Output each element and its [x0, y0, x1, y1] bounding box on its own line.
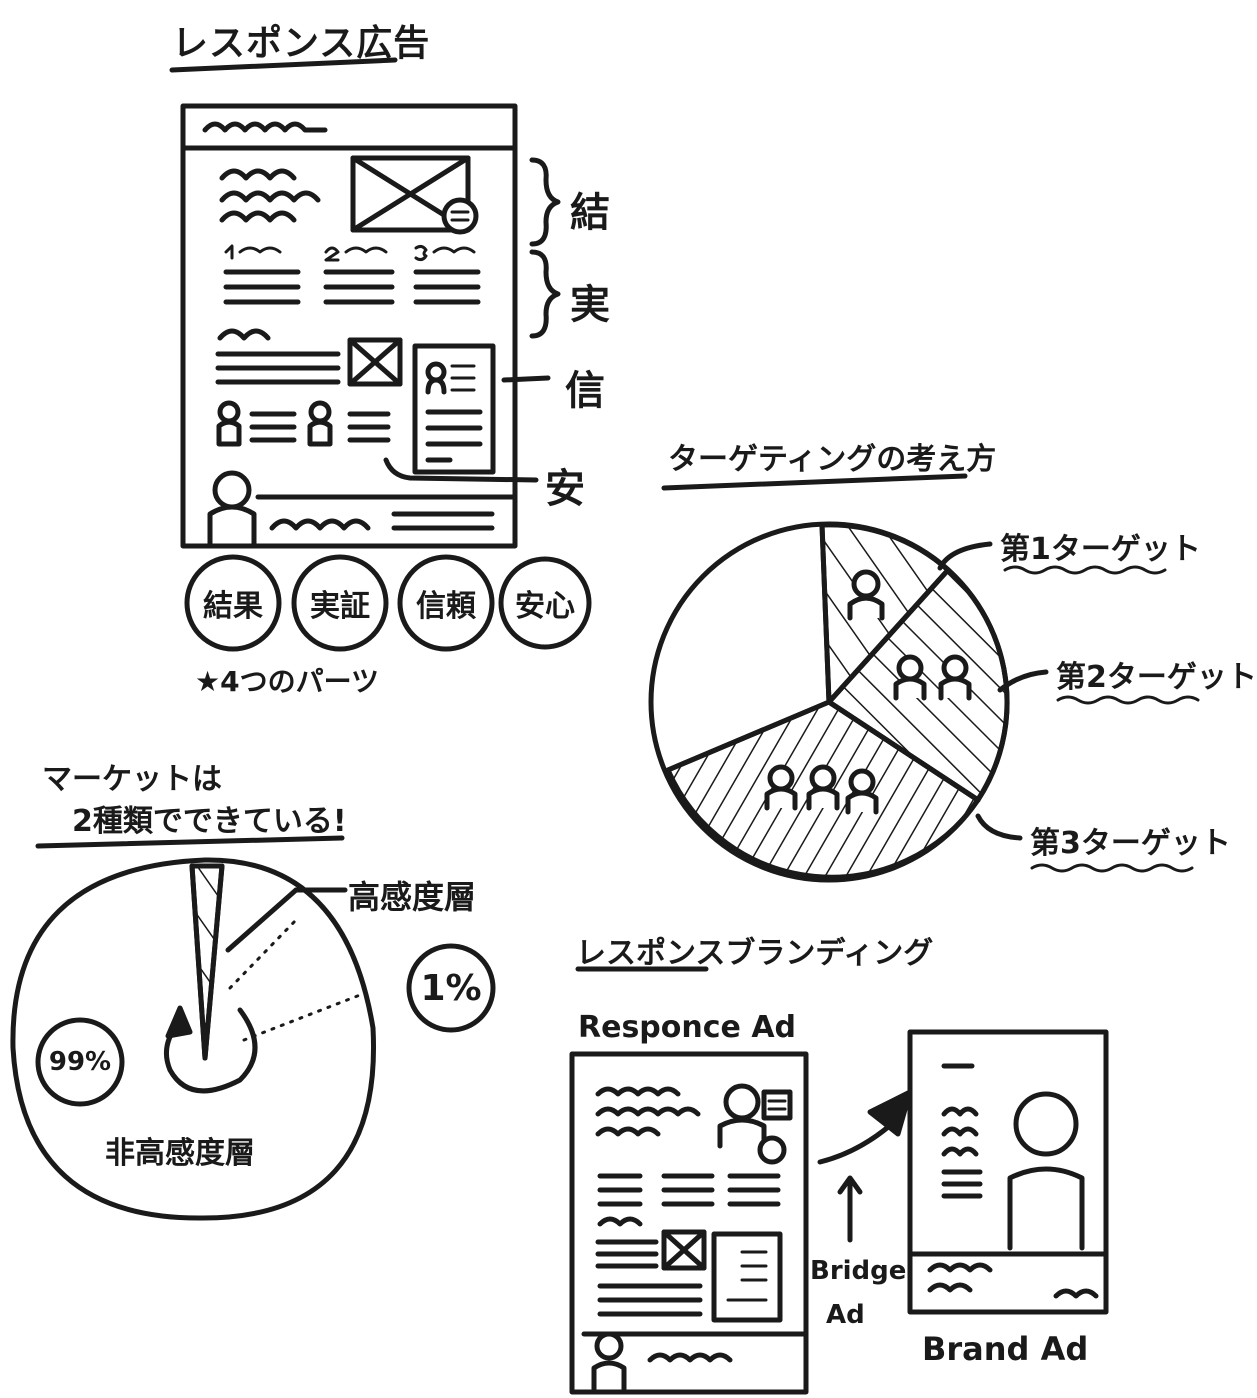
- bridge-label-1: Bridge: [810, 1256, 907, 1286]
- market-title-line2: 2種類でできている!: [72, 804, 347, 839]
- target-2-label: 第2ターゲット: [1056, 660, 1257, 695]
- low-percent: 99%: [48, 1047, 112, 1077]
- badge-trust: 信頼: [416, 589, 476, 624]
- response-ad-mini-frame: [569, 1051, 809, 1395]
- badge-results: 結果: [203, 589, 263, 624]
- brand-ad-label: Brand Ad: [922, 1330, 1089, 1368]
- branding-title: レスポンスブランディング: [576, 936, 934, 971]
- testimonial-card: [412, 343, 496, 475]
- badge-circle-2: [291, 554, 389, 652]
- four-parts-note: ★4つのパーツ: [195, 665, 380, 698]
- brand-ad-frame: [907, 1029, 1109, 1315]
- badge-circle-4: [498, 556, 592, 650]
- bracket-results: [529, 157, 561, 247]
- badge-proof: 実証: [310, 589, 370, 624]
- side-label-trust: 信: [565, 368, 605, 414]
- low-sensitivity-label: 非高感度層: [105, 1136, 255, 1171]
- pointer-trust: [501, 375, 551, 383]
- high-sensitivity-label: 高感度層: [348, 878, 477, 916]
- low-percent-circle: [35, 1017, 125, 1107]
- response-ad-mock-frame: [180, 103, 518, 549]
- target-1-label: 第1ターゲット: [1000, 532, 1201, 567]
- market-title-underline: [35, 835, 345, 849]
- rotation-arrow: [163, 1007, 258, 1094]
- market-title-line1: マーケットは: [42, 762, 222, 797]
- footer-person-icon: [212, 470, 252, 510]
- high-percent-circle: [406, 943, 496, 1033]
- side-label-results: 結: [570, 190, 610, 236]
- badge-circle-1: [184, 554, 282, 652]
- target-3-label: 第3ターゲット: [1030, 826, 1231, 861]
- badge-circle-3: [397, 554, 495, 652]
- targeting-title-underline: [661, 473, 968, 491]
- bridge-arrow: [817, 1119, 897, 1165]
- bracket-proof: [529, 249, 561, 339]
- mock-header-scribble: [202, 121, 328, 133]
- bridge-label-2: Ad: [826, 1300, 865, 1330]
- mock-image-placeholder: [350, 155, 471, 233]
- badge-reassure: 安心: [515, 589, 575, 624]
- market-pie: [10, 857, 377, 1221]
- pointer-reassure: [383, 457, 539, 483]
- response-ad-title-underline: [169, 57, 398, 73]
- response-ad-title: レスポンス広告: [172, 23, 431, 64]
- targeting-title: ターゲティングの考え方: [668, 442, 997, 477]
- response-ad-label: Responce Ad: [578, 1010, 797, 1045]
- side-label-reassure: 安: [545, 466, 585, 512]
- speech-badge-icon: [441, 197, 479, 235]
- side-label-proof: 実: [570, 282, 610, 328]
- brand-person-icon: [1013, 1091, 1079, 1157]
- high-percent: 1%: [420, 967, 482, 1009]
